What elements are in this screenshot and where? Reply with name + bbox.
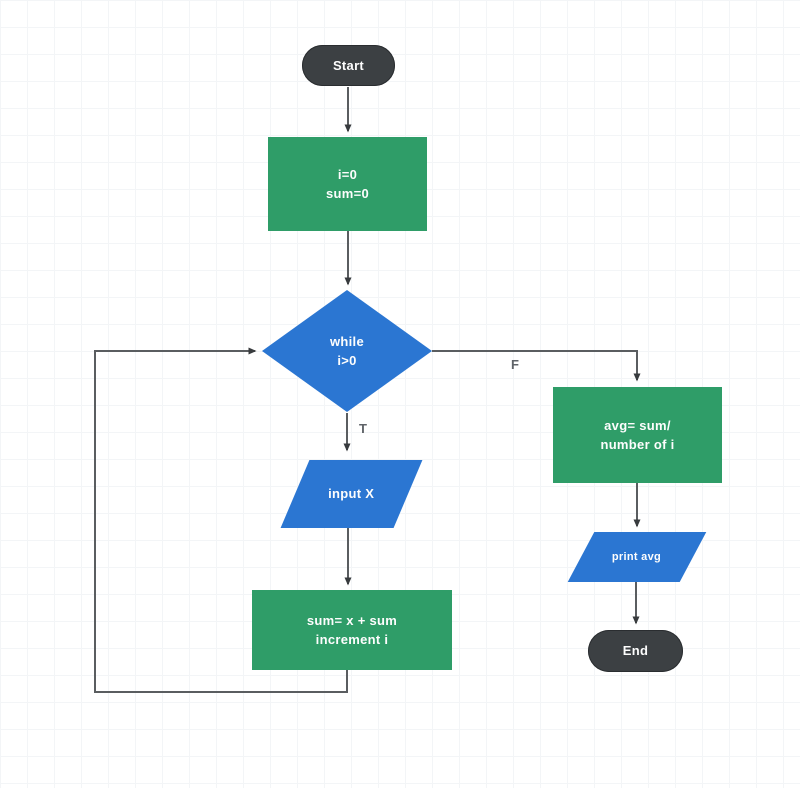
print-avg-label: print avg — [612, 550, 662, 563]
false-branch-label: F — [511, 357, 519, 372]
edge-while-avg-false — [432, 350, 641, 382]
avg-process-node: avg= sum/ number of i — [553, 387, 722, 483]
true-branch-label: T — [359, 421, 367, 436]
input-x-label: input X — [328, 486, 375, 502]
edge-sum-while-loopback — [94, 347, 348, 693]
sum-process-node: sum= x + sum increment i — [252, 590, 452, 670]
start-node: Start — [302, 45, 395, 86]
end-node: End — [588, 630, 683, 672]
init-process-node: i=0 sum=0 — [268, 137, 427, 231]
